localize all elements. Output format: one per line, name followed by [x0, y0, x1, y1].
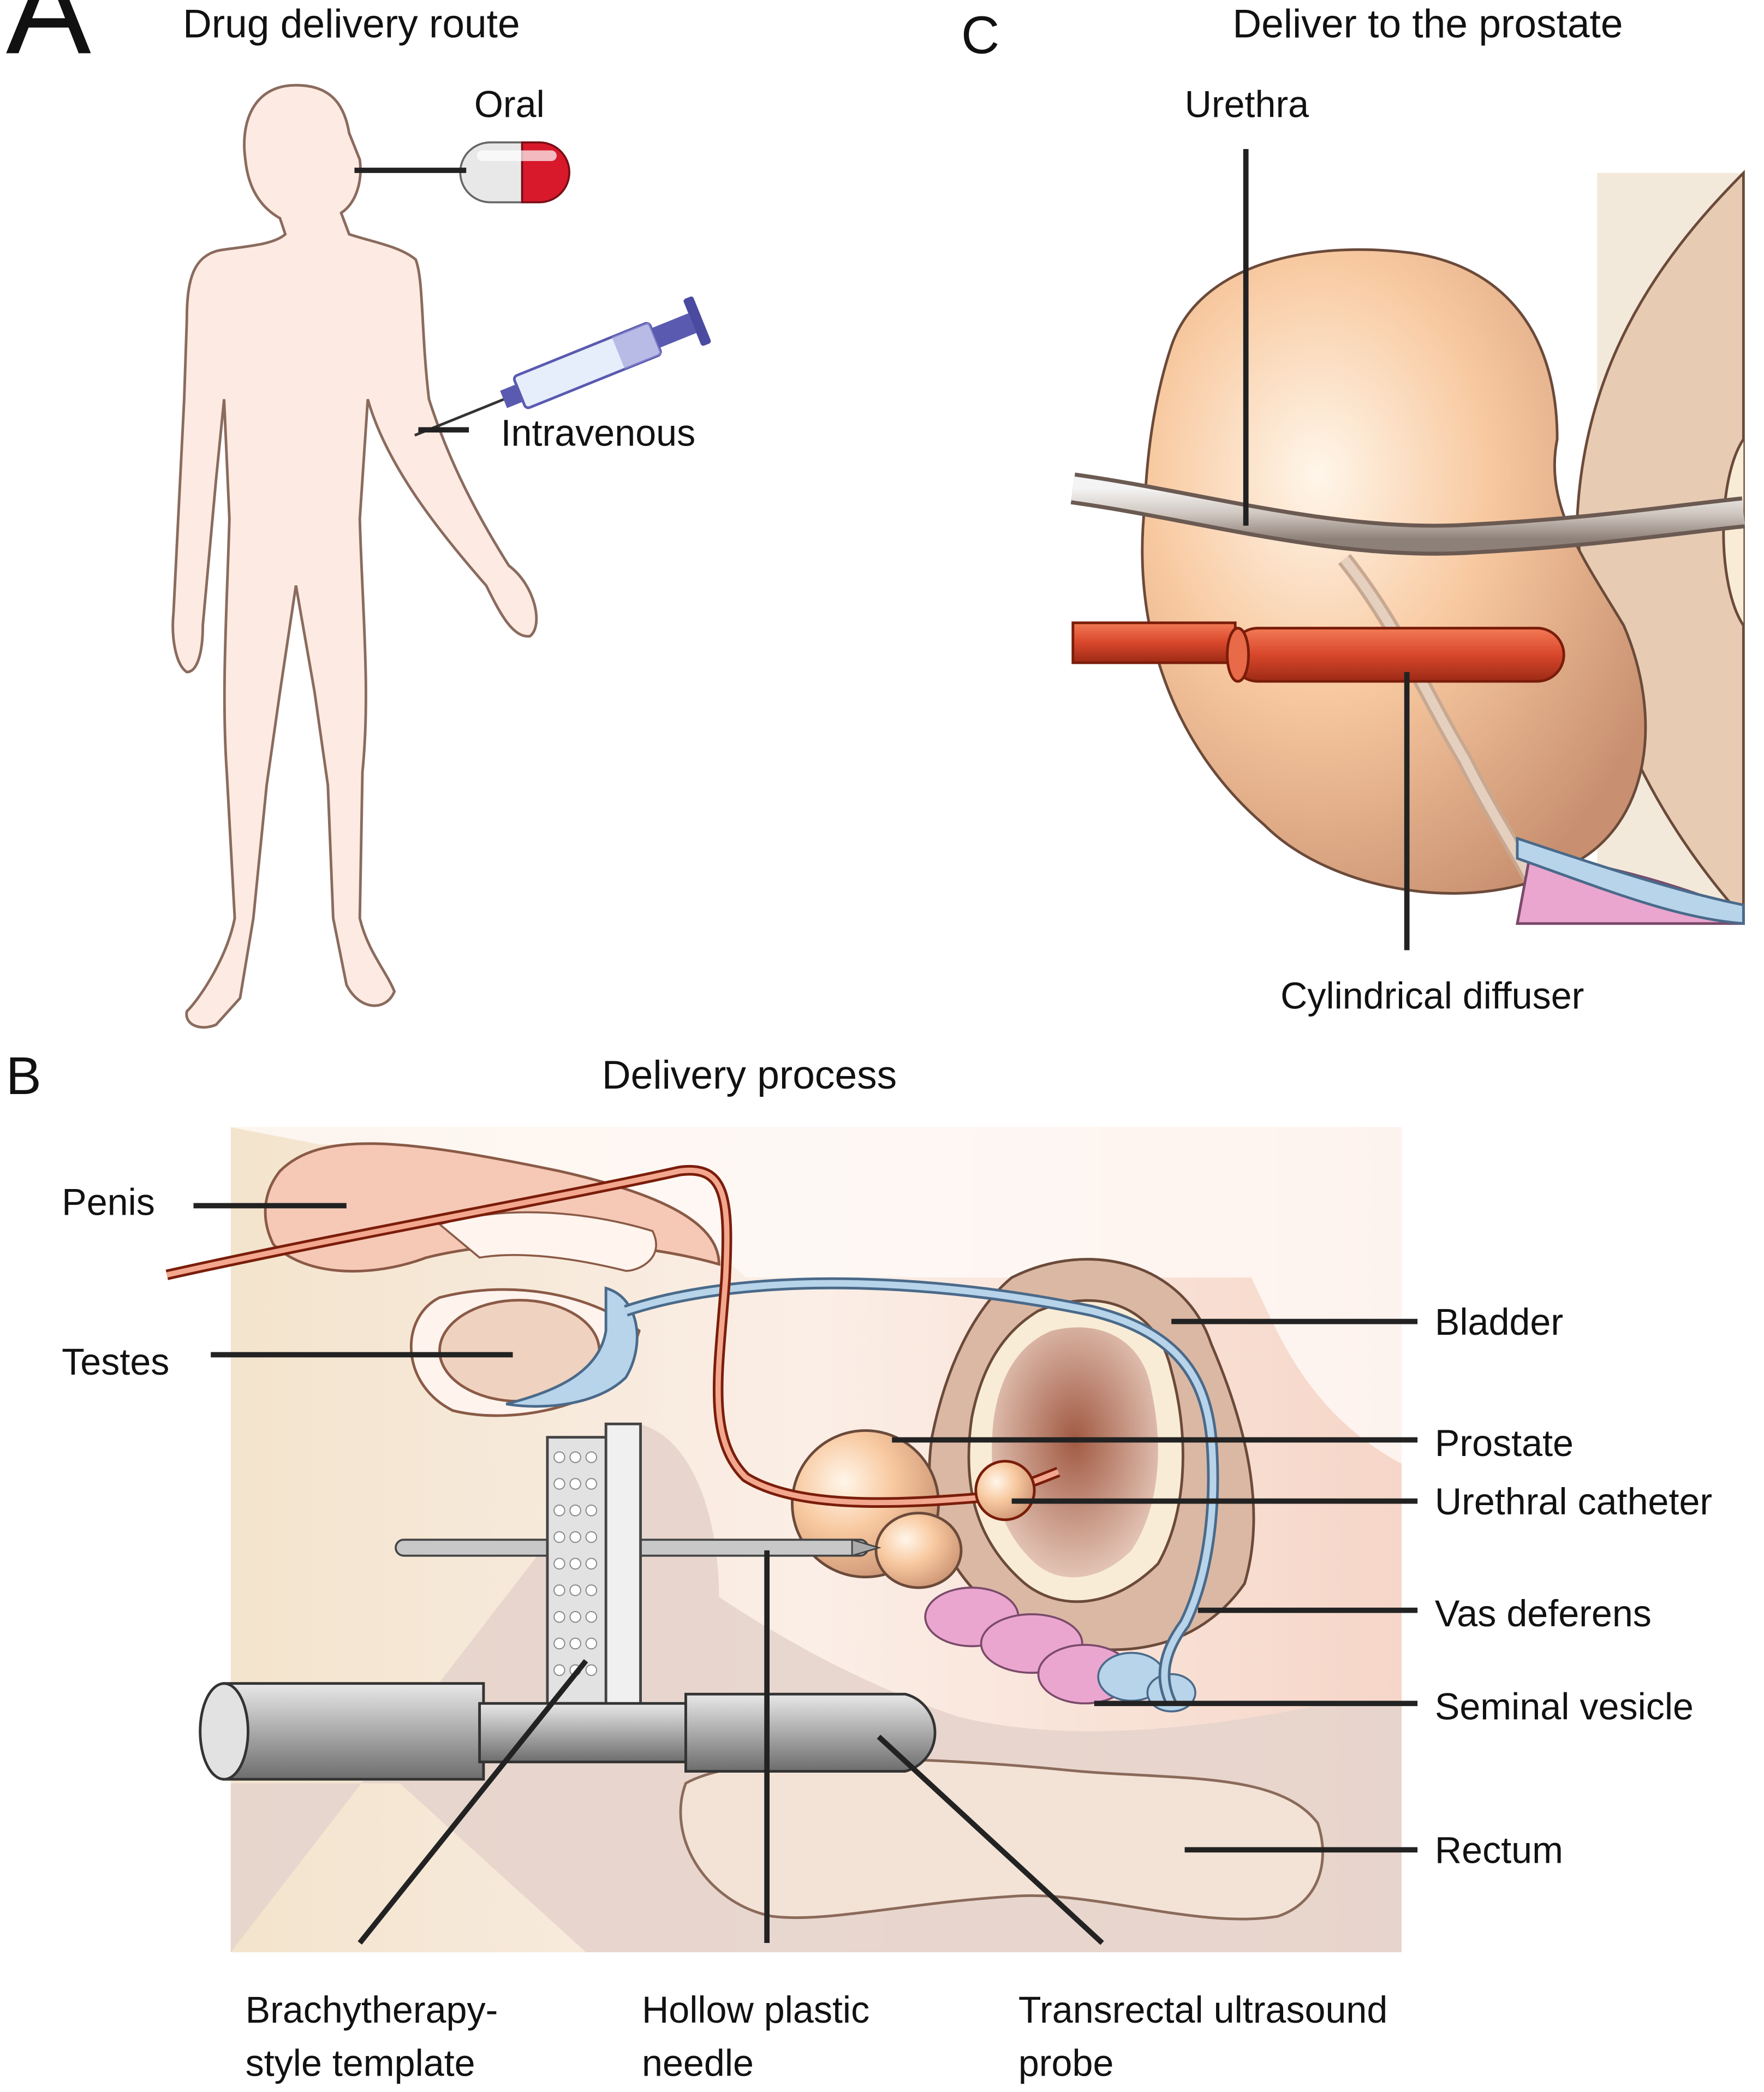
cylindrical-diffuser-icon	[1071, 621, 1565, 683]
panel-b-leader-lines	[193, 1203, 1418, 1945]
panel-b: B Delivery process	[6, 1046, 1712, 2084]
label-oral: Oral	[474, 84, 545, 126]
label-probe-line2: probe	[1018, 2043, 1114, 2084]
label-probe-line1: Transrectal ultrasound	[1018, 1989, 1388, 2031]
panel-a-title: Drug delivery route	[183, 2, 520, 46]
label-cylindrical-diffuser: Cylindrical diffuser	[1280, 976, 1584, 1017]
panel-b-letter: B	[6, 1046, 41, 1106]
label-vas-deferens: Vas deferens	[1435, 1593, 1652, 1635]
label-prostate: Prostate	[1435, 1423, 1574, 1464]
label-rectum: Rectum	[1435, 1830, 1563, 1871]
panel-a-letter: A	[6, 0, 91, 81]
label-testes: Testes	[62, 1341, 169, 1383]
human-body-silhouette	[171, 84, 538, 1029]
panel-b-seminal-vesicle	[924, 1586, 1196, 1713]
panel-c-prostate	[1141, 248, 1647, 895]
label-penis: Penis	[62, 1182, 155, 1223]
label-seminal-vesicle: Seminal vesicle	[1435, 1686, 1694, 1727]
label-needle-line1: Hollow plastic	[642, 1989, 869, 2031]
panel-b-rectum	[679, 1757, 1324, 1921]
label-template-line1: Brachytherapy-	[246, 1989, 498, 2031]
panel-b-template	[546, 1422, 642, 1719]
panel-b-title: Delivery process	[602, 1053, 897, 1097]
syringe-icon	[414, 296, 711, 437]
panel-c-letter: C	[961, 5, 999, 65]
label-template-line2: style template	[246, 2043, 475, 2084]
panel-c-title: Deliver to the prostate	[1232, 2, 1623, 46]
panel-c: C Deliver to the prostate Urethra Cylind…	[961, 2, 1745, 1017]
label-needle-line2: needle	[642, 2043, 754, 2084]
label-urethral-catheter: Urethral catheter	[1435, 1481, 1712, 1523]
panel-a: A Drug delivery route Oral Intravenous	[6, 0, 711, 1029]
oral-capsule-icon	[459, 141, 570, 204]
label-bladder: Bladder	[1435, 1301, 1563, 1343]
panel-b-epididymis	[505, 1286, 639, 1408]
label-intravenous: Intravenous	[501, 413, 696, 454]
panel-b-catheter-balloon	[974, 1460, 1036, 1522]
label-urethra: Urethra	[1185, 84, 1309, 126]
